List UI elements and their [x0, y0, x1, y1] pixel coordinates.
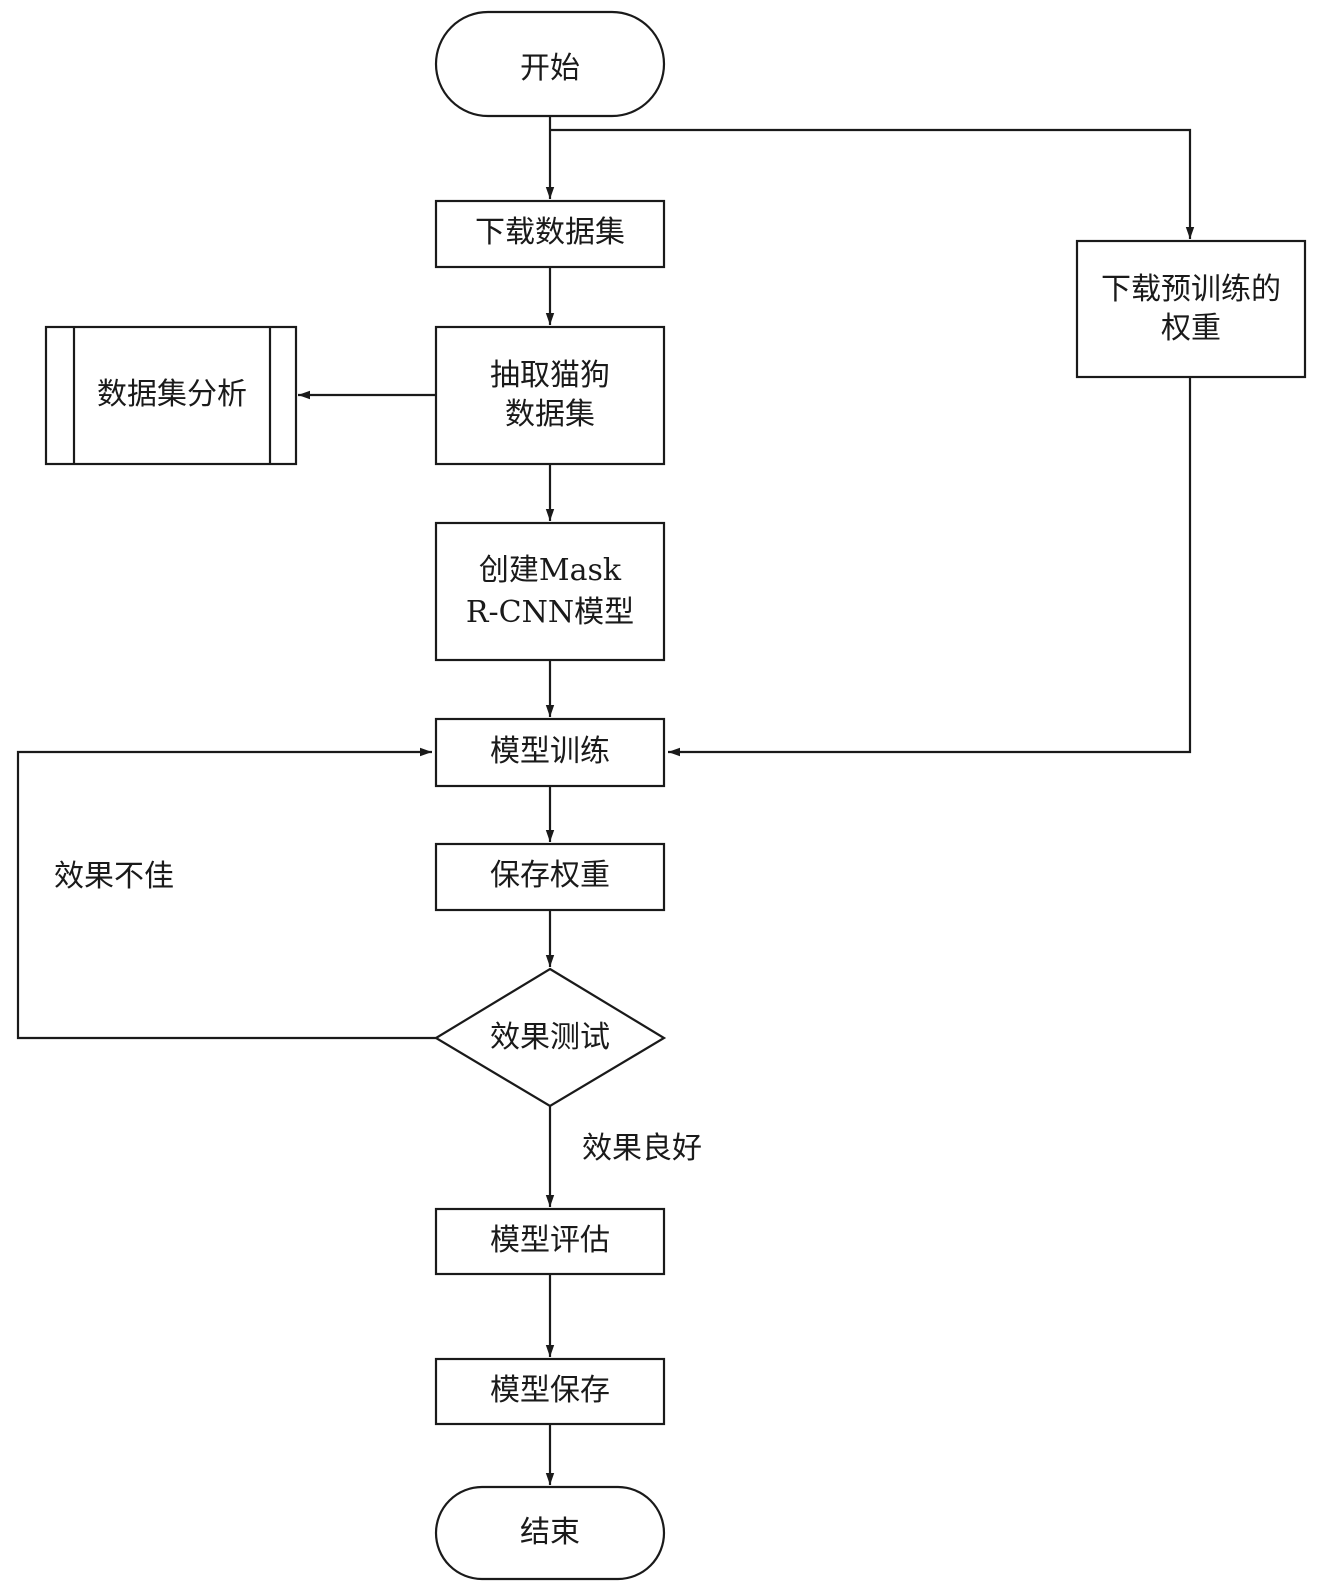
process-shape	[434, 199, 666, 269]
edge-start-to-pretrained	[550, 128, 1195, 239]
edge-label-bad: 效果不佳	[54, 859, 174, 894]
process-shape	[434, 717, 666, 788]
process-shape	[434, 1207, 666, 1276]
node-download-pretrained-label-line1: 下载预训练的	[1101, 272, 1281, 307]
node-download-dataset: 下载数据集	[434, 199, 666, 269]
node-end-label: 结束	[520, 1515, 580, 1550]
node-dataset-analysis: 数据集分析	[44, 325, 298, 466]
node-train-label: 模型训练	[490, 734, 610, 769]
node-start-label: 开始	[520, 51, 580, 86]
node-dataset-analysis-label: 数据集分析	[97, 377, 247, 412]
process-shape	[434, 521, 666, 662]
node-test: 效果测试	[433, 967, 667, 1108]
node-create-model-label-line1: 创建Mask	[479, 553, 622, 588]
node-save-model-label: 模型保存	[490, 1373, 610, 1408]
process-shape	[1075, 239, 1307, 379]
edge-pretrained-to-train	[668, 377, 1192, 757]
edge-test-bad-to-train	[16, 747, 436, 1040]
predefined-process-shape	[44, 325, 298, 466]
node-start: 开始	[434, 10, 666, 118]
node-end: 结束	[434, 1485, 666, 1581]
decision-shape	[433, 967, 667, 1108]
node-save-model: 模型保存	[434, 1357, 666, 1426]
node-extract-label-line1: 抽取猫狗	[490, 358, 610, 393]
process-shape	[434, 842, 666, 912]
node-evaluate-label: 模型评估	[490, 1223, 610, 1258]
edge-label-good: 效果良好	[582, 1131, 702, 1166]
node-evaluate: 模型评估	[434, 1207, 666, 1276]
node-create-model: 创建Mask R-CNN模型	[434, 521, 666, 662]
connectors	[16, 116, 1195, 1485]
terminator-shape	[434, 1485, 666, 1581]
process-shape	[434, 1357, 666, 1426]
node-save-weights-label: 保存权重	[490, 858, 610, 893]
node-save-weights: 保存权重	[434, 842, 666, 912]
node-extract-label-line2: 数据集	[505, 397, 595, 432]
node-train: 模型训练	[434, 717, 666, 788]
terminator-shape	[434, 10, 666, 118]
node-download-dataset-label: 下载数据集	[475, 215, 625, 250]
node-download-pretrained-label-line2: 权重	[1161, 311, 1221, 346]
node-extract: 抽取猫狗 数据集	[434, 325, 666, 466]
node-create-model-label-line2: R-CNN模型	[466, 595, 634, 630]
node-test-label: 效果测试	[490, 1020, 610, 1055]
process-shape	[434, 325, 666, 466]
node-download-pretrained: 下载预训练的 权重	[1075, 239, 1307, 379]
